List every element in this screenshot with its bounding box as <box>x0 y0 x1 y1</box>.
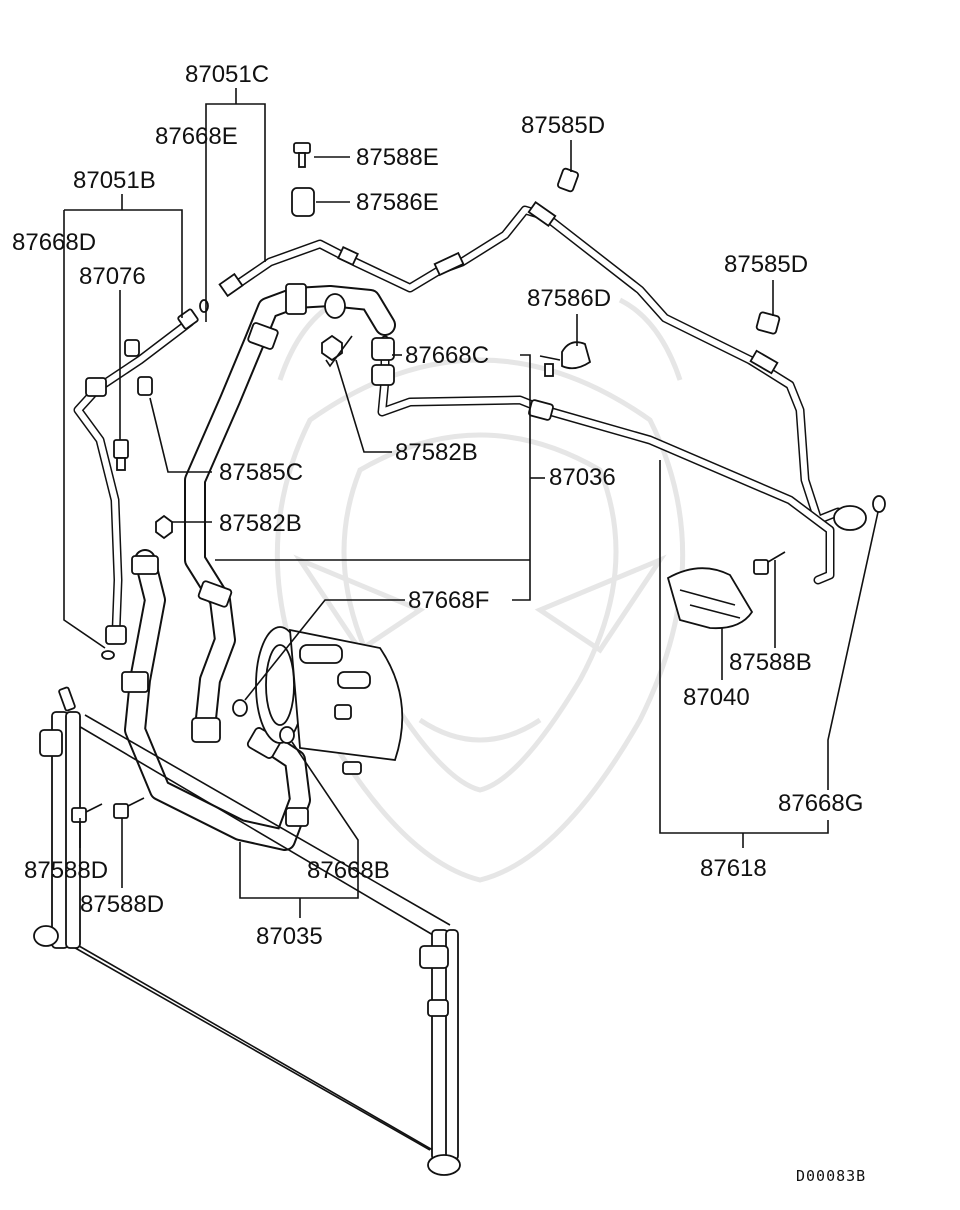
label-87582b-lower: 87582B <box>219 510 302 537</box>
label-87586d: 87586D <box>527 285 611 312</box>
clip-87585d-right <box>755 311 781 335</box>
label-87585d-right: 87585D <box>724 251 808 278</box>
part-labels: 87051C 87668E 87588E 87586E 87585D 87051… <box>12 61 863 950</box>
clip-87586d <box>539 341 592 377</box>
label-87035: 87035 <box>256 923 323 950</box>
fastener-87588e <box>293 142 311 168</box>
hose-discharge <box>121 549 311 851</box>
label-87036: 87036 <box>549 464 616 491</box>
bolt-87588d-b <box>113 797 145 819</box>
label-87668g: 87668G <box>778 790 863 817</box>
label-87586e: 87586E <box>356 189 439 216</box>
label-87588d-b: 87588D <box>80 891 164 918</box>
label-87668c: 87668C <box>405 342 489 369</box>
label-87668f: 87668F <box>408 587 489 614</box>
oring-87668f <box>232 699 248 717</box>
clip-87586e <box>291 187 315 217</box>
label-87076: 87076 <box>79 263 146 290</box>
label-87668b: 87668B <box>307 857 390 884</box>
bracket-87040 <box>666 567 754 630</box>
bolt-87588b <box>753 551 786 575</box>
label-87588d-a: 87588D <box>24 857 108 884</box>
label-87668d: 87668D <box>12 229 96 256</box>
label-87585c: 87585C <box>219 459 303 486</box>
drawing-code: D00083B <box>796 1167 866 1185</box>
label-87588e: 87588E <box>356 144 439 171</box>
bolt-87588d-a <box>71 803 103 823</box>
hose-suction <box>184 283 396 743</box>
label-87582b-upper: 87582B <box>395 439 478 466</box>
clip-87585c <box>137 376 153 396</box>
pipe-87036 <box>371 335 886 585</box>
label-87051b: 87051B <box>73 167 156 194</box>
label-87588b: 87588B <box>729 649 812 676</box>
label-87668e: 87668E <box>155 123 238 150</box>
nut-87582b-lower <box>155 514 173 540</box>
pipe-87051c <box>218 200 843 525</box>
label-87618: 87618 <box>700 855 767 882</box>
clip-87585d-top <box>557 167 579 193</box>
condenser <box>33 686 461 1176</box>
label-87051c: 87051C <box>185 61 269 88</box>
pipe-87051b <box>73 308 199 660</box>
label-87040: 87040 <box>683 684 750 711</box>
nut-87582b-upper <box>321 334 353 368</box>
leader-lines <box>63 88 879 918</box>
label-87585d-top: 87585D <box>521 112 605 139</box>
